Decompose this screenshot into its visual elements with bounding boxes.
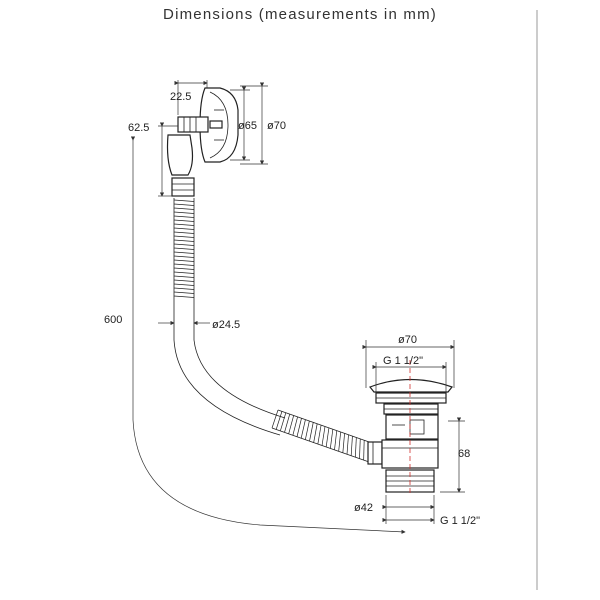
hose-rib: [173, 223, 195, 226]
hose-rib: [354, 437, 357, 458]
hose-rib: [359, 438, 361, 459]
dimension-lines: [130, 80, 465, 534]
dim-label-g-thread-bottom: G 1 1/2": [440, 515, 480, 527]
dim-label-600: 600: [104, 314, 122, 326]
hose-rib: [313, 423, 318, 443]
hose-rib: [173, 199, 195, 202]
dim-label-68: 68: [458, 448, 470, 460]
hose-rib: [173, 267, 195, 270]
hose-rib: [173, 279, 195, 282]
hose-rib: [173, 227, 195, 230]
hose-rib: [284, 414, 291, 433]
hose-rib: [173, 235, 195, 238]
hose-rib: [173, 211, 195, 214]
hose-rib: [342, 433, 345, 453]
hose-rib: [292, 416, 298, 436]
dim-label-g-thread-top: G 1 1/2": [383, 355, 423, 367]
dim-label-o70-waste: ø70: [398, 334, 417, 346]
hose-rib: [173, 239, 195, 242]
hose-rib: [173, 291, 195, 294]
hose-rib: [173, 283, 195, 286]
hose-rib: [173, 255, 195, 258]
dim-label-62-5: 62.5: [128, 122, 149, 134]
hose-rib: [288, 415, 295, 434]
dim-label-o24-5: ø24.5: [212, 319, 240, 331]
hose-rib: [338, 431, 342, 452]
hose-rib: [363, 440, 365, 461]
hose-rib: [173, 271, 195, 274]
hose-rib: [350, 436, 353, 456]
hose-rib: [173, 263, 195, 266]
hose-rib: [173, 203, 195, 206]
hose-rib: [173, 243, 195, 246]
hose-rib: [329, 429, 334, 449]
hose-rib: [173, 207, 195, 210]
dim-label-o42: ø42: [354, 502, 373, 514]
hose-rib: [300, 419, 306, 439]
hose-rib: [296, 418, 302, 437]
hose-rib: [173, 275, 195, 278]
hose-rib: [173, 259, 195, 262]
hose-rib: [173, 247, 195, 250]
hose-rib: [279, 412, 287, 432]
dim-label-o65: ø65: [238, 120, 257, 132]
hose-rib: [271, 409, 279, 429]
dim-label-o70-top: ø70: [267, 120, 286, 132]
hose-rib: [173, 219, 195, 222]
hose-rib: [275, 411, 283, 430]
hose-rib: [334, 430, 338, 450]
hose-rib: [173, 287, 195, 290]
hose-rib: [173, 215, 195, 218]
hose-rib: [346, 434, 349, 455]
overflow-hose: [173, 198, 195, 300]
hose-rib: [325, 427, 330, 448]
hose-rib: [317, 425, 322, 445]
page-title: Dimensions (measurements in mm): [163, 6, 437, 23]
dim-label-22-5: 22.5: [170, 91, 191, 103]
hose-rib: [309, 422, 314, 442]
waste-assembly: [369, 360, 453, 496]
hose-rib: [173, 231, 195, 234]
hose-rib: [173, 251, 195, 254]
hose-rib: [304, 420, 310, 440]
hose-rib: [173, 295, 195, 298]
waste-hose: [271, 409, 383, 465]
hose-rib: [321, 426, 326, 446]
